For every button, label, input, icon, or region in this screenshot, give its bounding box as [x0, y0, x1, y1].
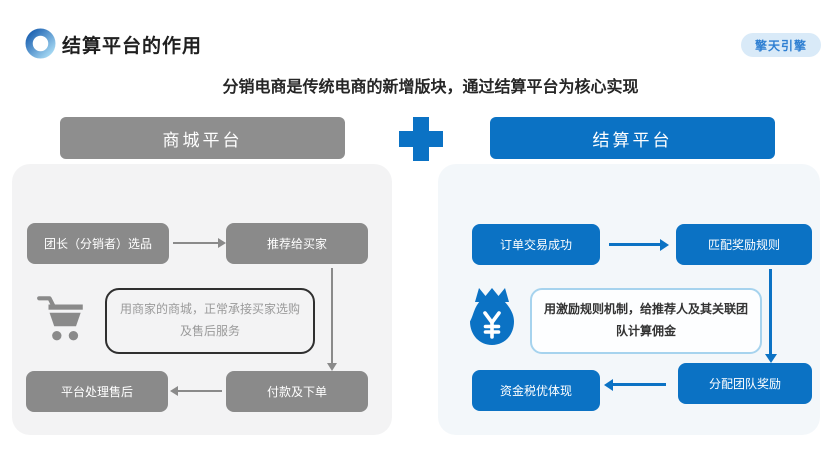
page-title: 结算平台的作用: [62, 36, 203, 57]
arrow-pay-to-aftersale: [170, 386, 222, 396]
arrow-distribute-to-tax: [604, 378, 666, 391]
mall-panel-header: 商城平台: [60, 117, 345, 159]
settlement-panel-header: 结算平台: [490, 117, 775, 159]
arrow-select-to-recommend: [173, 238, 226, 248]
flow-node-aftersale: 平台处理售后: [26, 371, 168, 412]
flow-node-distribute-reward: 分配团队奖励: [678, 363, 812, 404]
flow-node-tax-benefit: 资金税优体现: [472, 370, 600, 411]
arrow-recommend-to-pay: [327, 268, 337, 371]
mall-note: 用商家的商城，正常承接买家选购及售后服务: [105, 288, 315, 354]
gradient-ring-icon: [25, 28, 56, 59]
mall-panel: 团长（分销者）选品 推荐给买家 用商家的商城，正常承接买家选购及售后服务 平台处…: [12, 164, 392, 435]
flow-node-pay-order: 付款及下单: [226, 371, 368, 412]
flow-node-recommend-buyers: 推荐给买家: [226, 223, 368, 264]
subtitle: 分销电商是传统电商的新增版块，通过结算平台为核心实现: [222, 79, 639, 96]
arrow-match-to-distribute: [764, 269, 777, 363]
settlement-panel: 订单交易成功 匹配奖励规则 用激励规则机制，给推荐人及其关联团队计算佣金 资金税…: [438, 164, 820, 435]
arrow-order-to-match: [609, 238, 669, 251]
brand-badge: 擎天引擎: [740, 33, 821, 57]
settlement-note: 用激励规则机制，给推荐人及其关联团队计算佣金: [530, 288, 762, 354]
plus-icon: [399, 117, 443, 161]
flow-node-order-success: 订单交易成功: [472, 224, 600, 265]
flow-node-select-products: 团长（分销者）选品: [27, 223, 169, 264]
shopping-cart-icon: [37, 296, 83, 341]
flow-node-match-rules: 匹配奖励规则: [676, 224, 812, 265]
money-bag-icon: [470, 288, 514, 345]
